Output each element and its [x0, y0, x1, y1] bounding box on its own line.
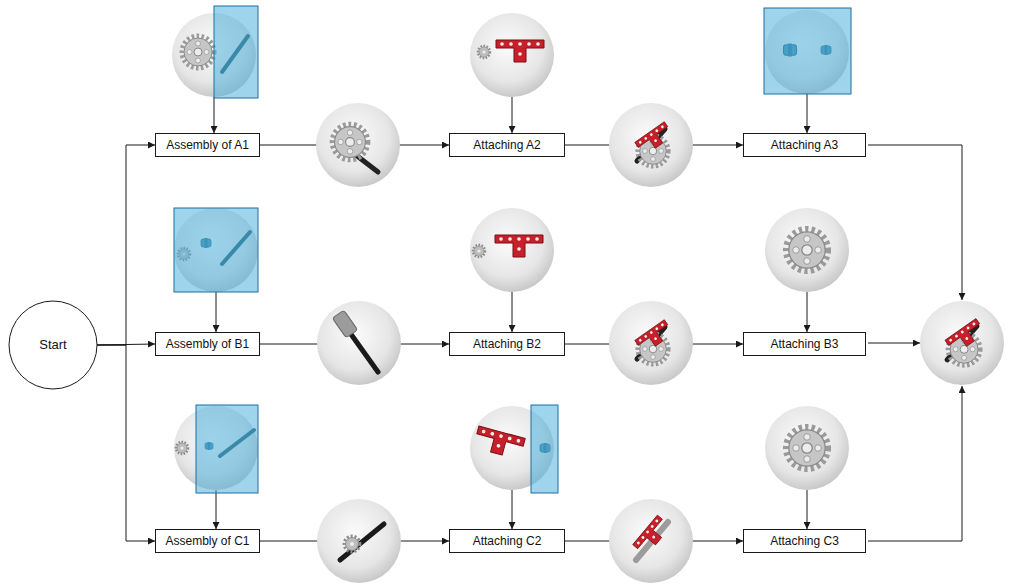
node-label: Attaching A3 — [771, 138, 838, 152]
input-arrow — [807, 94, 808, 133]
assembly-part — [635, 122, 674, 166]
photo-ball — [317, 499, 401, 583]
photo-ball — [316, 103, 400, 187]
gear-part — [786, 427, 828, 469]
node-label: Attaching B2 — [473, 337, 541, 351]
node-label: Assembly of C1 — [165, 534, 249, 548]
part-illustration — [317, 301, 401, 385]
photo-ball — [470, 13, 554, 97]
process-box: Assembly of B1 — [155, 332, 260, 356]
process-box: Attaching C3 — [743, 529, 866, 553]
part-illustration — [316, 103, 400, 187]
pin-part — [332, 310, 357, 338]
photo-ball — [609, 103, 693, 187]
layout-arrows — [214, 94, 962, 541]
process-box: Attaching B2 — [449, 332, 565, 356]
part-illustration — [609, 301, 693, 385]
node-label: Assembly of A1 — [166, 138, 249, 152]
assembly-part — [635, 320, 674, 364]
photo-ball — [174, 208, 258, 292]
flow-arrow — [97, 145, 155, 345]
output-arrow — [868, 386, 962, 541]
node-label: Attaching C3 — [770, 534, 839, 548]
red-plate-part — [473, 426, 525, 460]
photo-ball — [765, 208, 849, 292]
input-arrow — [512, 97, 513, 133]
small-gear-part — [473, 245, 485, 257]
photo-ball — [920, 301, 1004, 385]
input-arrow — [512, 490, 513, 529]
circle-shape — [9, 301, 97, 389]
part-illustration — [174, 405, 258, 493]
process-box: Attaching C2 — [449, 529, 565, 553]
part-illustration — [765, 208, 849, 292]
photo-ball — [765, 406, 849, 490]
input-arrow — [214, 97, 215, 133]
gear-part — [182, 36, 214, 68]
gear-part — [332, 124, 367, 159]
part-illustration — [317, 499, 401, 583]
input-arrow — [216, 292, 217, 332]
small-gear-part — [344, 536, 360, 552]
output-arrow — [868, 145, 962, 300]
highlight-box — [196, 405, 258, 493]
part-illustration — [470, 208, 554, 292]
axle-part — [348, 330, 378, 372]
part-illustration — [609, 103, 693, 187]
photo-ball — [470, 208, 554, 292]
photo-ball — [609, 499, 693, 583]
input-arrow — [512, 292, 513, 332]
highlight-box — [174, 208, 258, 292]
start-circle: Start — [8, 300, 98, 390]
part-illustration — [470, 405, 558, 493]
part-illustration — [172, 6, 258, 98]
flow-arrow — [97, 345, 155, 541]
process-box: Assembly of C1 — [155, 529, 260, 553]
red-plate-part — [496, 40, 544, 62]
input-arrow — [216, 490, 217, 529]
small-gear-part — [176, 442, 188, 454]
process-box: Attaching B3 — [743, 332, 866, 356]
input-arrow — [807, 490, 808, 529]
highlight-box — [764, 8, 851, 94]
part-illustration — [920, 301, 1004, 385]
highlight-box — [214, 6, 258, 98]
process-box: Attaching A2 — [449, 133, 565, 157]
node-label: Attaching C2 — [473, 534, 542, 548]
node-label: Attaching A2 — [473, 138, 540, 152]
small-gear-part — [478, 46, 490, 58]
part-illustration — [609, 499, 693, 583]
process-box: Attaching A3 — [743, 133, 866, 157]
process-box: Assembly of A1 — [155, 133, 260, 157]
part-illustration — [470, 13, 554, 97]
photo-ball — [317, 301, 401, 385]
gear-part — [786, 229, 828, 271]
highlight-box — [531, 405, 558, 493]
input-arrow — [807, 292, 808, 332]
axle-part — [340, 524, 384, 560]
red-plate-part — [633, 515, 671, 556]
part-illustration — [174, 208, 258, 292]
part-illustration — [764, 8, 851, 94]
part-illustration — [765, 406, 849, 490]
node-label: Start — [39, 337, 66, 353]
photo-ball — [609, 301, 693, 385]
node-label: Attaching B3 — [770, 337, 838, 351]
assembly-part — [945, 319, 986, 366]
red-plate-part — [495, 235, 543, 257]
output-arrow — [868, 343, 920, 344]
node-label: Assembly of B1 — [166, 337, 249, 351]
